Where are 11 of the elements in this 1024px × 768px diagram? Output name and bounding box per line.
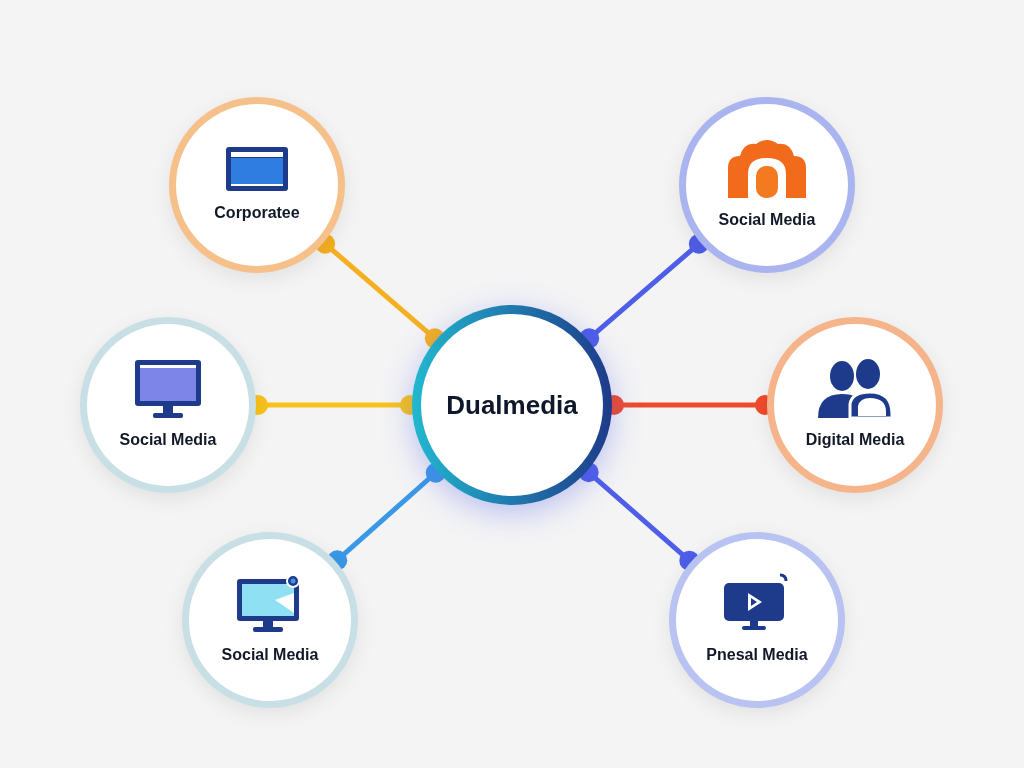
topic-label: Social Media: [119, 430, 217, 450]
connector-line: [578, 462, 700, 571]
topic-label: Digital Media: [805, 430, 905, 450]
topic-label: Corporatee: [214, 203, 300, 223]
connector-line: [315, 233, 445, 349]
topic-label: Social Media: [718, 210, 816, 230]
connector-line: [579, 233, 709, 349]
topic-label: Pnesal Media: [706, 645, 808, 665]
topic-label: Social Media: [221, 645, 319, 665]
hub-label: Dualmedia: [446, 388, 578, 422]
connector-line: [327, 462, 446, 571]
